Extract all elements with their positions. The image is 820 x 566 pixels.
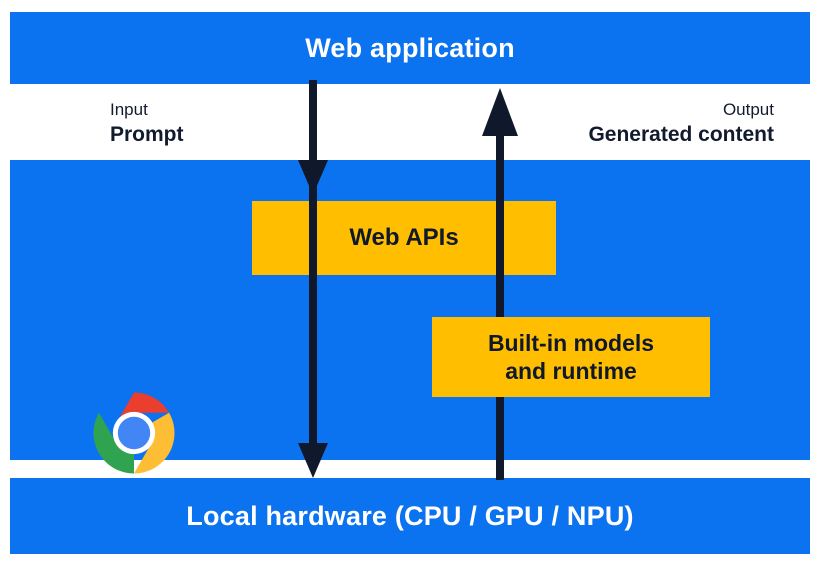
component-box-web-apis: Web APIs <box>252 201 556 275</box>
component-web-apis-label: Web APIs <box>349 224 459 252</box>
arrow-down-icon <box>298 80 328 478</box>
layer-local-hardware-label: Local hardware (CPU / GPU / NPU) <box>186 500 634 531</box>
flow-input-kicker: Input <box>110 100 148 119</box>
arrow-up-icon <box>482 88 518 480</box>
layer-web-application: Web application <box>10 12 810 84</box>
flow-input-value: Prompt <box>110 123 184 147</box>
flow-annotation-output: Output Generated content <box>588 100 774 148</box>
component-builtin-models-label: Built-in models and runtime <box>478 329 664 385</box>
flow-output-value: Generated content <box>588 123 774 147</box>
component-builtin-models-line1: Built-in models <box>487 329 655 356</box>
flow-output-kicker: Output <box>722 100 774 119</box>
component-box-builtin-models: Built-in models and runtime <box>432 317 710 397</box>
layer-local-hardware: Local hardware (CPU / GPU / NPU) <box>10 478 810 554</box>
component-builtin-models-line2: and runtime <box>505 358 637 384</box>
flow-annotation-input: Input Prompt <box>110 100 184 148</box>
chrome-logo-icon <box>93 392 175 474</box>
layer-web-application-label: Web application <box>305 32 515 63</box>
